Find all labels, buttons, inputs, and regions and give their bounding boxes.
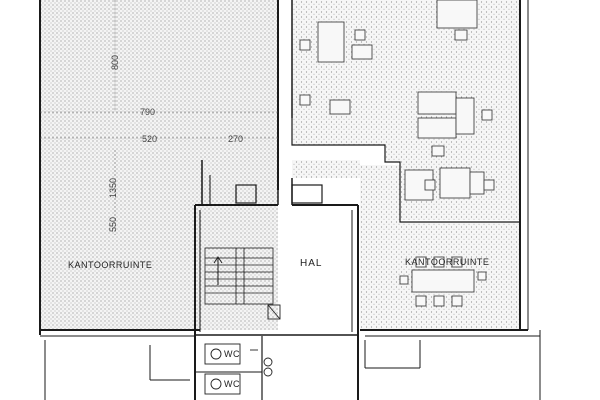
dimension-550: 550 (108, 217, 118, 232)
room-label-wc-1: WC (224, 349, 240, 359)
room-label-hall: HAL (300, 258, 322, 269)
dimension-1350: 1350 (108, 178, 118, 198)
walls (39, 0, 541, 400)
dimension-270: 270 (228, 134, 243, 144)
sanitary-fixtures (204, 304, 281, 395)
room-label-office-right: KANTOORRUINTE (405, 257, 489, 267)
dimension-790: 790 (140, 107, 155, 117)
office-left-area (10, 0, 278, 335)
dimension-800: 800 (110, 55, 120, 70)
room-label-office-left: KANTOORRUINTE (68, 260, 152, 270)
furniture-right (299, 0, 495, 307)
dimension-520: 520 (142, 134, 157, 144)
room-label-wc-2: WC (224, 379, 240, 389)
staircase (204, 247, 274, 305)
